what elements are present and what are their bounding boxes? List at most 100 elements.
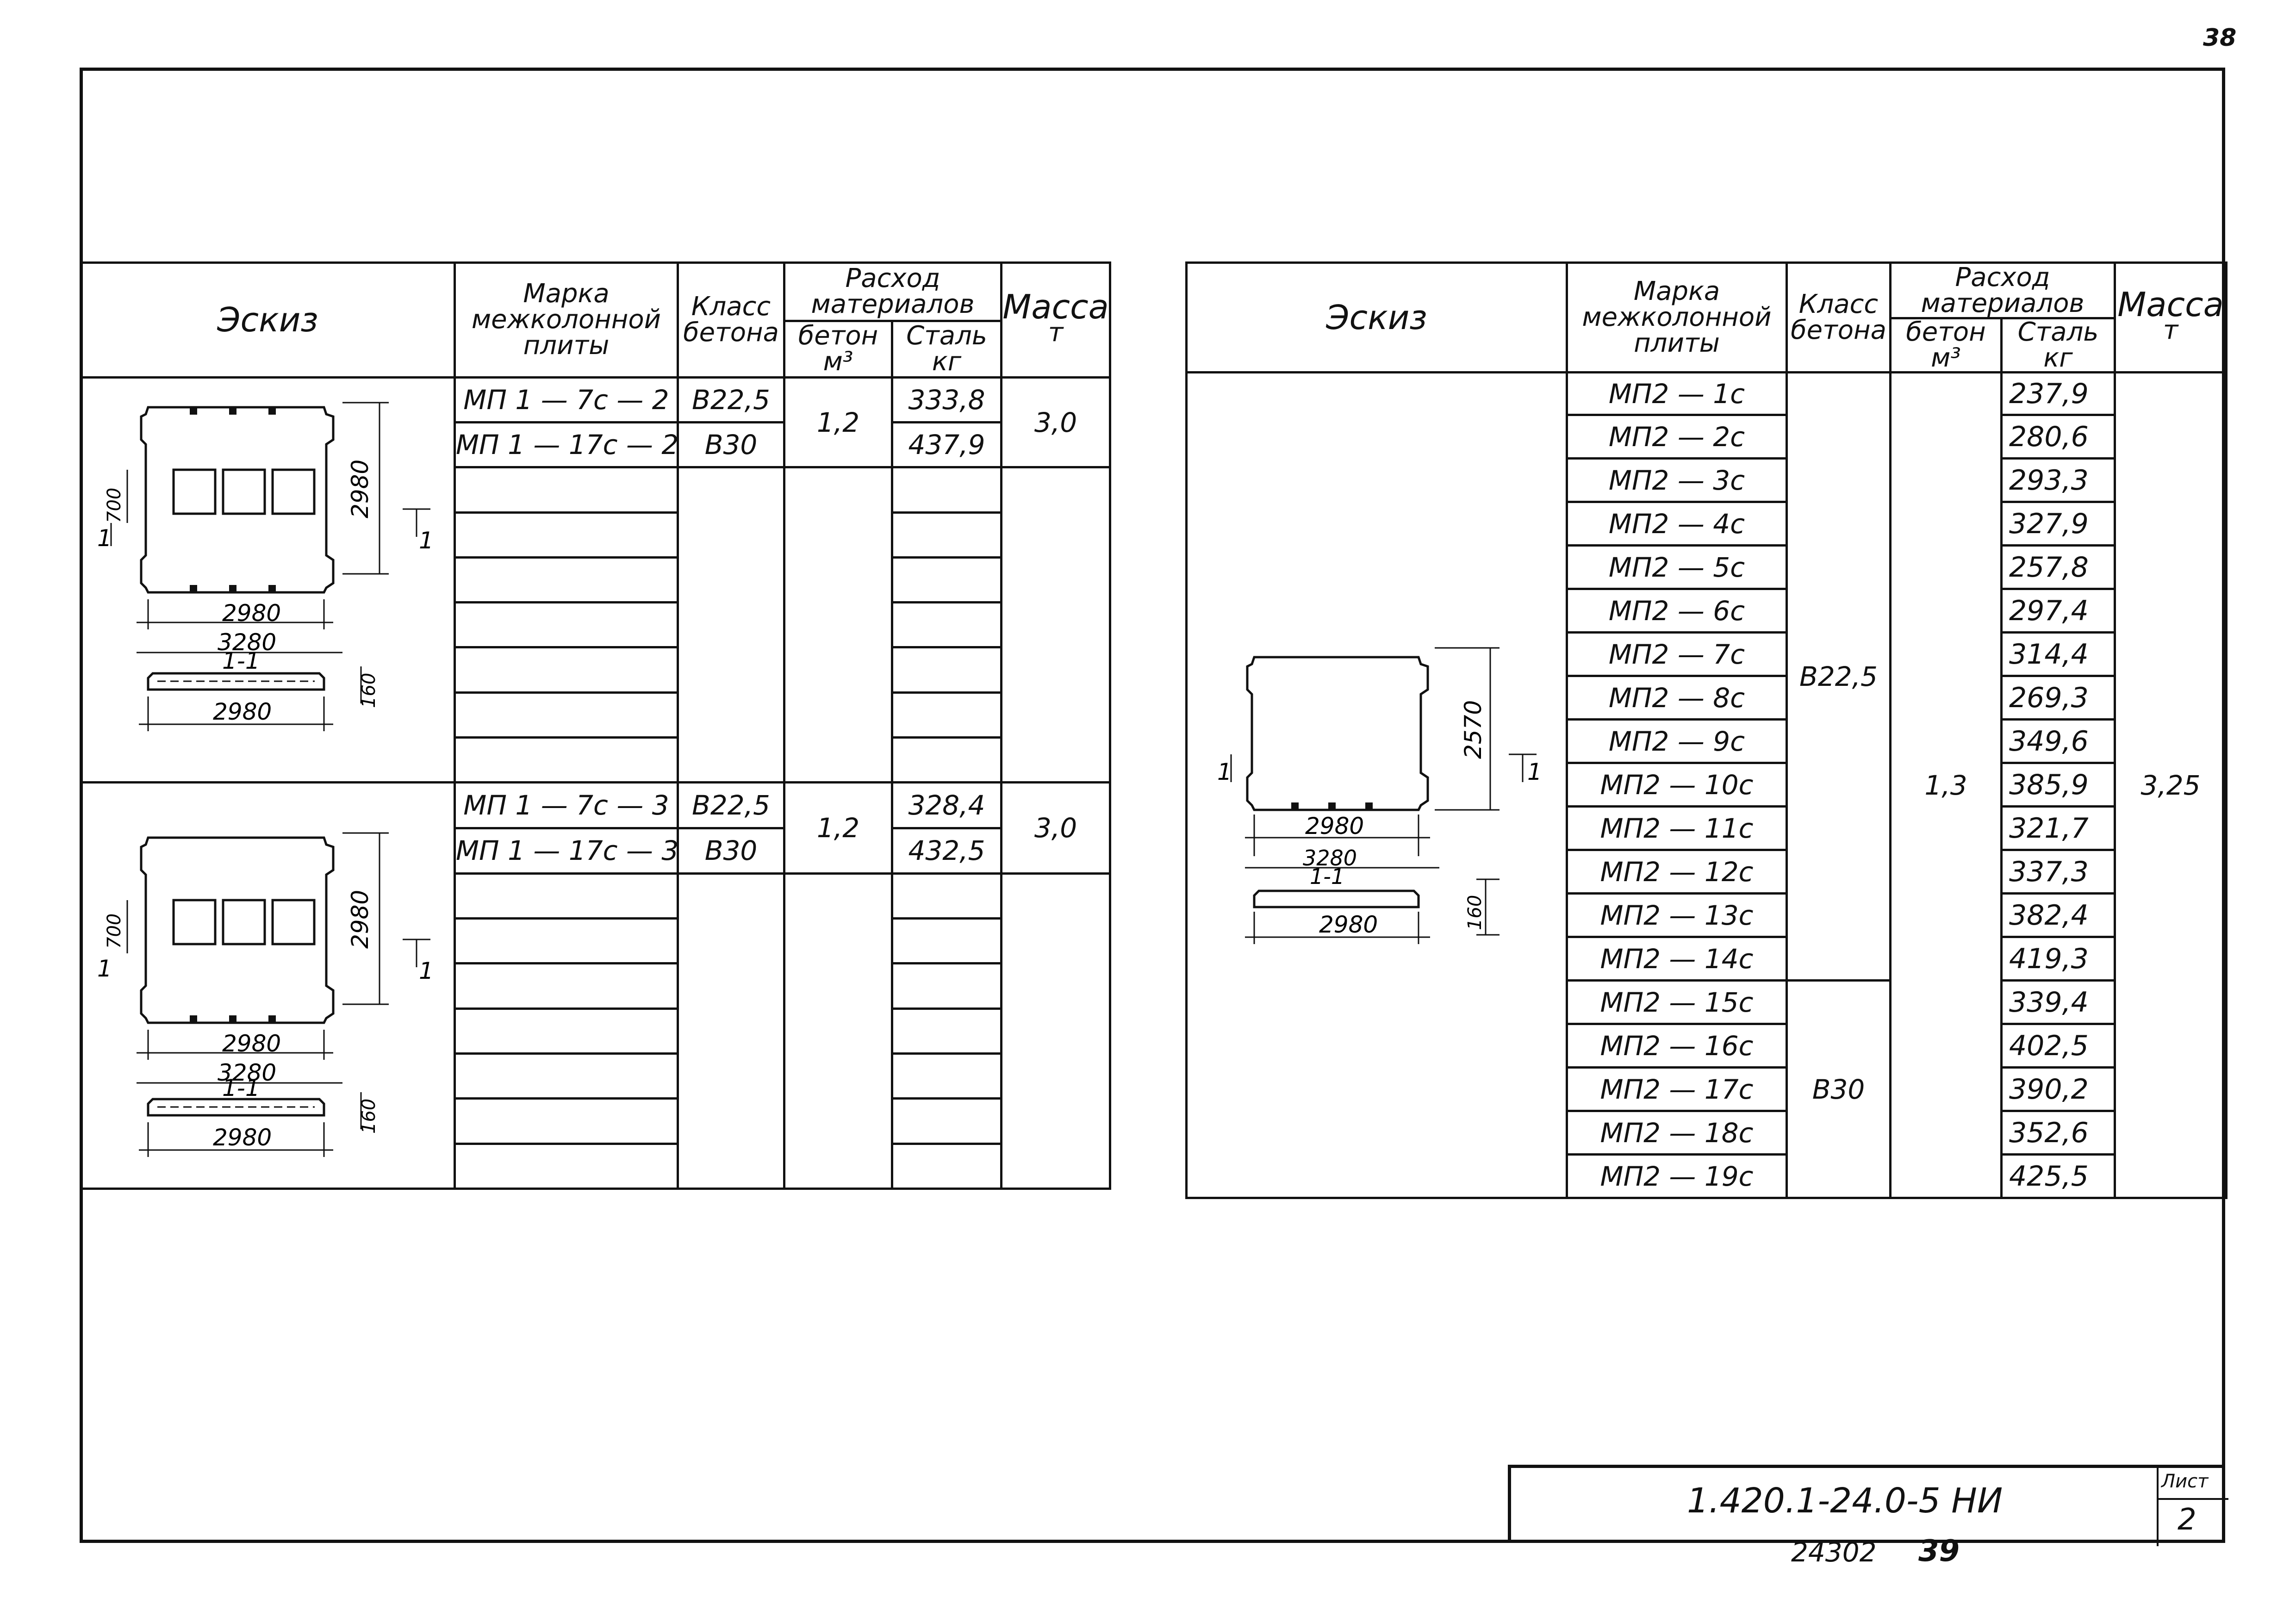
dim-width-outer-r: 3280 bbox=[1303, 846, 1357, 871]
left-g1-class-2: В30 bbox=[677, 421, 785, 469]
dim-height-1: 2980 bbox=[347, 460, 373, 518]
left-g2-steel-1: 328,4 bbox=[890, 781, 1003, 829]
left-header-sketch: Эскиз bbox=[80, 261, 456, 379]
right-steel-10: 385,9 bbox=[2000, 762, 2116, 808]
dim-thickness-r: 160 bbox=[1464, 895, 1486, 930]
right-steel-3: 293,3 bbox=[2000, 457, 2116, 503]
cut-label-rb: 1 bbox=[1527, 759, 1542, 785]
right-mark-13: МП2 — 13с bbox=[1566, 892, 1788, 938]
right-steel-7: 314,4 bbox=[2000, 631, 2116, 677]
left-g2-class-1: В22,5 bbox=[677, 781, 785, 829]
dim-height-2: 2980 bbox=[347, 890, 373, 949]
right-steel-17: 390,2 bbox=[2000, 1066, 2116, 1112]
left-g1-mass: 3,0 bbox=[1000, 376, 1112, 469]
left-g2-concrete: 1,2 bbox=[783, 781, 893, 875]
right-steel-11: 321,7 bbox=[2000, 805, 2116, 851]
right-steel-18: 352,6 bbox=[2000, 1110, 2116, 1156]
left-g2-mark-2: МП 1 — 17с — 3 bbox=[454, 827, 679, 875]
plate-sketch-2: 2980 3280 1-1 2980 2980 700 160 1 1 bbox=[97, 832, 434, 1157]
left-g1-steel-2: 437,9 bbox=[890, 421, 1003, 469]
right-header-sketch: Эскиз bbox=[1185, 261, 1568, 373]
right-mass: 3,25 bbox=[2114, 371, 2228, 1199]
right-mark-19: МП2 — 19с bbox=[1566, 1153, 1788, 1199]
section-label-r: 1-1 bbox=[1310, 864, 1344, 889]
dim-opening-1: 700 bbox=[104, 488, 125, 523]
right-mark-9: МП2 — 9с bbox=[1566, 718, 1788, 764]
right-class-b: В30 bbox=[1786, 979, 1892, 1199]
right-steel-9: 349,6 bbox=[2000, 718, 2116, 764]
footer-number-2: 39 bbox=[1918, 1534, 1960, 1568]
sheet-label: Лист bbox=[2161, 1471, 2209, 1492]
cut-label-1a: 1 bbox=[97, 525, 112, 552]
right-mark-1: МП2 — 1с bbox=[1566, 371, 1788, 416]
left-g1-class-1: В22,5 bbox=[677, 376, 785, 424]
right-mark-8: МП2 — 8с bbox=[1566, 675, 1788, 721]
right-mark-7: МП2 — 7с bbox=[1566, 631, 1788, 677]
right-steel-14: 419,3 bbox=[2000, 936, 2116, 982]
dim-opening-2: 700 bbox=[104, 914, 125, 949]
right-mark-17: МП2 — 17с bbox=[1566, 1066, 1788, 1112]
right-sketch-cell bbox=[1185, 371, 1568, 1199]
left-g2-class-2: В30 bbox=[677, 827, 785, 875]
section-label-2: 1-1 bbox=[222, 1075, 260, 1101]
left-g1-mark-2: МП 1 — 17с — 2 bbox=[454, 421, 679, 469]
plate-sketch-1: 2980 3280 1-1 2980 2980 700 160 1 1 bbox=[97, 402, 434, 731]
right-class-a: В22,5 bbox=[1786, 371, 1892, 982]
dim-width-inner-r: 2980 bbox=[1305, 813, 1364, 839]
right-mark-10: МП2 — 10с bbox=[1566, 762, 1788, 808]
left-g2-steel-2: 432,5 bbox=[890, 827, 1003, 875]
right-mark-11: МП2 — 11с bbox=[1566, 805, 1788, 851]
dim-thickness-2: 160 bbox=[358, 1099, 380, 1134]
cut-label-1b: 1 bbox=[419, 527, 434, 554]
dim-section-width-2: 2980 bbox=[213, 1124, 272, 1151]
right-steel-16: 402,5 bbox=[2000, 1023, 2116, 1069]
right-steel-5: 257,8 bbox=[2000, 544, 2116, 590]
cut-label-ra: 1 bbox=[1217, 759, 1232, 785]
right-mark-6: МП2 — 6с bbox=[1566, 588, 1788, 634]
right-mark-14: МП2 — 14с bbox=[1566, 936, 1788, 982]
sheet-number: 38 bbox=[2203, 24, 2237, 52]
left-g2-mark-1: МП 1 — 7с — 3 bbox=[454, 781, 679, 829]
right-mark-16: МП2 — 16с bbox=[1566, 1023, 1788, 1069]
right-steel-19: 425,5 bbox=[2000, 1153, 2116, 1199]
right-steel-2: 280,6 bbox=[2000, 414, 2116, 460]
right-mark-2: МП2 — 2с bbox=[1566, 414, 1788, 460]
left-g1-steel-1: 333,8 bbox=[890, 376, 1003, 424]
sheet-value: 2 bbox=[2178, 1503, 2196, 1537]
right-mark-15: МП2 — 15с bbox=[1566, 979, 1788, 1025]
right-steel-1: 237,9 bbox=[2000, 371, 2116, 416]
left-g2-mass: 3,0 bbox=[1000, 781, 1112, 875]
document-code: 1.420.1-24.0-5 НИ bbox=[1687, 1481, 2003, 1521]
plate-sketch-right: 2980 3280 1-1 2980 2570 160 1 1 bbox=[1217, 647, 1542, 944]
right-steel-8: 269,3 bbox=[2000, 675, 2116, 721]
left-g1-mark-1: МП 1 — 7с — 2 bbox=[454, 376, 679, 424]
dim-width-inner-1: 2980 bbox=[222, 600, 281, 627]
cut-label-2b: 1 bbox=[419, 958, 434, 984]
footer-number-1: 24302 bbox=[1791, 1536, 1877, 1568]
dim-width-inner-2: 2980 bbox=[222, 1030, 281, 1057]
left-g1-concrete: 1,2 bbox=[783, 376, 893, 469]
right-steel-6: 297,4 bbox=[2000, 588, 2116, 634]
right-mark-5: МП2 — 5с bbox=[1566, 544, 1788, 590]
right-steel-13: 382,4 bbox=[2000, 892, 2116, 938]
right-mark-4: МП2 — 4с bbox=[1566, 501, 1788, 547]
right-steel-4: 327,9 bbox=[2000, 501, 2116, 547]
dim-section-width-1: 2980 bbox=[213, 698, 272, 725]
right-steel-15: 339,4 bbox=[2000, 979, 2116, 1025]
right-steel-12: 337,3 bbox=[2000, 849, 2116, 895]
dim-thickness-1: 160 bbox=[358, 673, 380, 708]
dim-height-r: 2570 bbox=[1460, 700, 1487, 759]
